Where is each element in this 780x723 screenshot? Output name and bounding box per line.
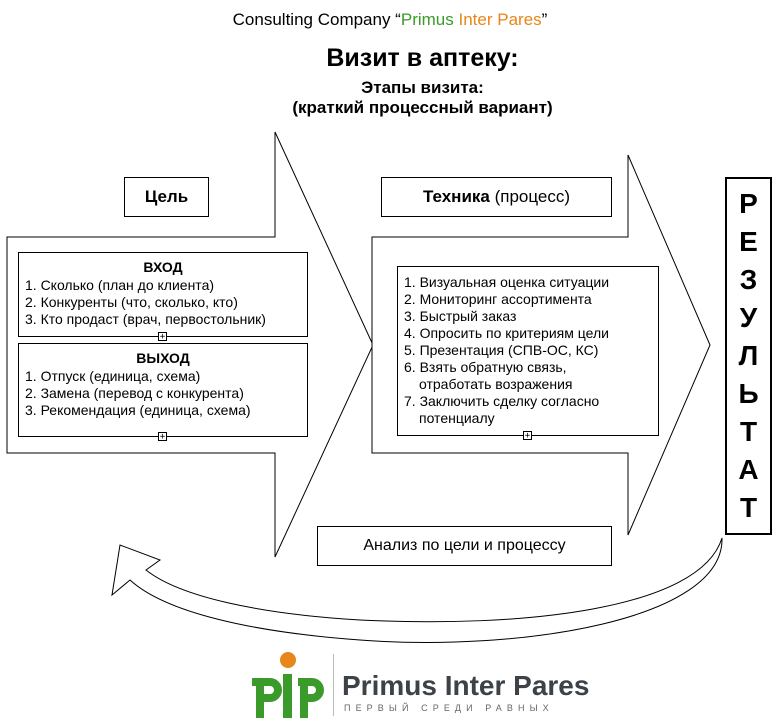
output-heading: ВЫХОД: [136, 350, 190, 366]
result-letter: З: [739, 264, 758, 295]
technique-steps-list: 1. Визуальная оценка ситуации 2. Монитор…: [404, 274, 652, 427]
result-letter: Т: [739, 492, 758, 523]
technique-label-rest: (процесс): [489, 187, 571, 206]
result-letter: Ь: [738, 378, 759, 409]
goal-label: Цель: [144, 187, 189, 206]
input-heading: ВХОД: [143, 259, 183, 275]
header-prefix: Consulting Company “: [232, 10, 401, 29]
result-letter: У: [739, 302, 758, 333]
analysis-label: Анализ по цели и процессу: [363, 537, 566, 554]
result-letter: Т: [739, 416, 758, 447]
page-subtitle-note: (краткий процессный вариант): [292, 98, 553, 117]
output-item: 3. Рекомендация (единица, схема): [25, 402, 251, 418]
input-box: ВХОД 1. Сколько (план до клиента) 2. Кон…: [18, 252, 308, 337]
technique-expand-handle[interactable]: +: [523, 431, 532, 441]
technique-step-continued: потенциалу: [419, 410, 495, 426]
header-word-inter-pares: Inter Pares: [458, 10, 542, 29]
input-list: 1. Сколько (план до клиента) 2. Конкурен…: [25, 277, 301, 328]
primus-logo-icon: [252, 652, 324, 718]
technique-step: 7. Заключить сделку согласно: [404, 393, 600, 409]
page-title: Визит в аптеку:: [326, 44, 519, 72]
output-expand-handle[interactable]: +: [158, 432, 167, 442]
footer-tagline: ПЕРВЫЙ СРЕДИ РАВНЫХ: [344, 703, 554, 713]
result-letter: А: [738, 454, 759, 485]
technique-label-box: Техника (процесс): [381, 177, 612, 217]
input-item: 2. Конкуренты (что, сколько, кто): [25, 294, 238, 310]
technique-step: 3. Быстрый заказ: [404, 308, 517, 324]
feedback-curved-arrow: [111, 537, 723, 643]
result-letter: Р: [739, 188, 758, 219]
input-item: 1. Сколько (план до клиента): [25, 277, 215, 293]
page-subtitle: Этапы визита:: [361, 78, 484, 97]
goal-label-box: Цель: [124, 177, 209, 217]
logo-divider: [333, 654, 334, 716]
analysis-box: Анализ по цели и процессу: [317, 526, 612, 566]
technique-step: 5. Презентация (СПВ-ОС, КС): [404, 342, 599, 358]
result-letter: Л: [738, 340, 759, 371]
result-letter: Е: [739, 226, 758, 257]
output-item: 1. Отпуск (единица, схема): [25, 368, 201, 384]
header-word-primus: Primus: [400, 10, 454, 29]
technique-step: 1. Визуальная оценка ситуации: [404, 274, 610, 290]
output-list: 1. Отпуск (единица, схема) 2. Замена (пе…: [25, 368, 301, 419]
technique-steps-box: 1. Визуальная оценка ситуации 2. Монитор…: [397, 266, 659, 436]
header-suffix: ”: [541, 10, 548, 29]
input-expand-handle[interactable]: +: [158, 332, 167, 342]
output-item: 2. Замена (перевод с конкурента): [25, 385, 244, 401]
footer-brand-name: Primus Inter Pares: [342, 670, 590, 701]
result-box: Р Е З У Л Ь Т А Т: [725, 177, 772, 535]
technique-step: 2. Мониторинг ассортимента: [404, 291, 592, 307]
technique-step: 6. Взять обратную связь,: [404, 359, 567, 375]
output-box: ВЫХОД 1. Отпуск (единица, схема) 2. Заме…: [18, 343, 308, 437]
company-header: Consulting Company “Primus Inter Pares”: [0, 10, 780, 30]
technique-step: 4. Опросить по критериям цели: [404, 325, 609, 341]
technique-label-bold: Техника: [422, 187, 490, 206]
technique-step-continued: отработать возражения: [419, 376, 573, 392]
input-item: 3. Кто продаст (врач, первостольник): [25, 311, 266, 327]
